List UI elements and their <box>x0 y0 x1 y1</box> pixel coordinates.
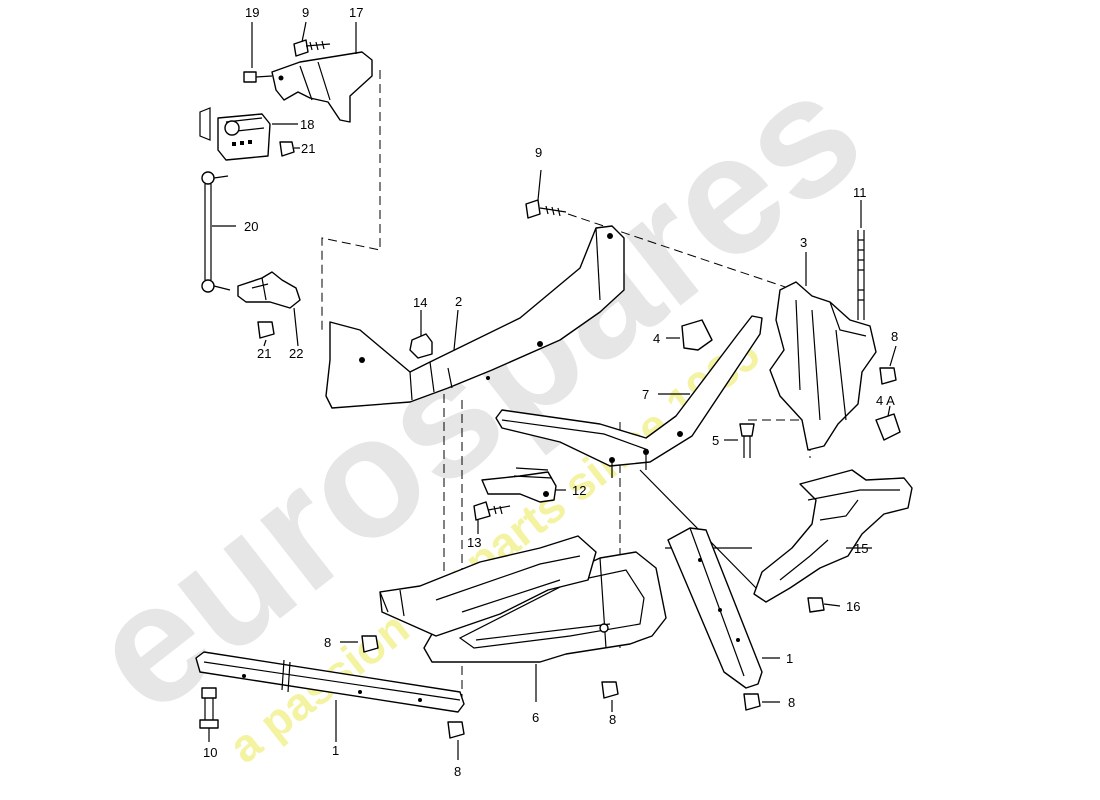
brace-part-7 <box>495 315 763 478</box>
level-sensor-assembly <box>199 21 373 347</box>
callout-6: 6 <box>532 710 539 725</box>
callout-8-right-low: 8 <box>788 695 795 710</box>
skid-plate-part-6 <box>423 551 667 702</box>
crossmember-part-2 <box>325 169 625 409</box>
callout-17: 17 <box>349 5 363 20</box>
bracket-part-12 <box>473 467 566 534</box>
callout-labels: 19 9 17 18 21 20 21 22 9 11 3 14 2 4 8 7… <box>203 5 898 779</box>
support-part-15 <box>753 469 913 613</box>
callout-21-upper: 21 <box>301 141 315 156</box>
nut-under-plate <box>601 681 619 712</box>
callout-8-plate: 8 <box>609 712 616 727</box>
side-rail-part-1-right <box>667 527 780 711</box>
callout-21-lower: 21 <box>257 346 271 361</box>
callout-10: 10 <box>203 745 217 760</box>
callout-19: 19 <box>245 5 259 20</box>
callout-1-left: 1 <box>332 743 339 758</box>
callout-13: 13 <box>467 535 481 550</box>
callout-20: 20 <box>244 219 258 234</box>
callout-22: 22 <box>289 346 303 361</box>
callout-1-right: 1 <box>786 651 793 666</box>
callout-18: 18 <box>300 117 314 132</box>
callout-2: 2 <box>455 294 462 309</box>
side-rail-part-1-left <box>195 651 465 760</box>
mount-bracket-part-3 <box>724 200 901 458</box>
callout-9-mid: 9 <box>535 145 542 160</box>
callout-5: 5 <box>712 433 719 448</box>
callout-8-right: 8 <box>891 329 898 344</box>
callout-11: 11 <box>853 185 867 200</box>
callout-12: 12 <box>572 483 586 498</box>
callout-16: 16 <box>846 599 860 614</box>
callout-8-left: 8 <box>324 635 331 650</box>
callout-4: 4 <box>653 331 660 346</box>
callout-9-top: 9 <box>302 5 309 20</box>
callout-4a: 4 A <box>876 393 895 408</box>
lower-bracket <box>340 535 597 653</box>
callout-8-bottom: 8 <box>454 764 461 779</box>
callout-7: 7 <box>642 387 649 402</box>
callout-14: 14 <box>413 295 427 310</box>
callout-15: 15 <box>854 541 868 556</box>
callout-3: 3 <box>800 235 807 250</box>
